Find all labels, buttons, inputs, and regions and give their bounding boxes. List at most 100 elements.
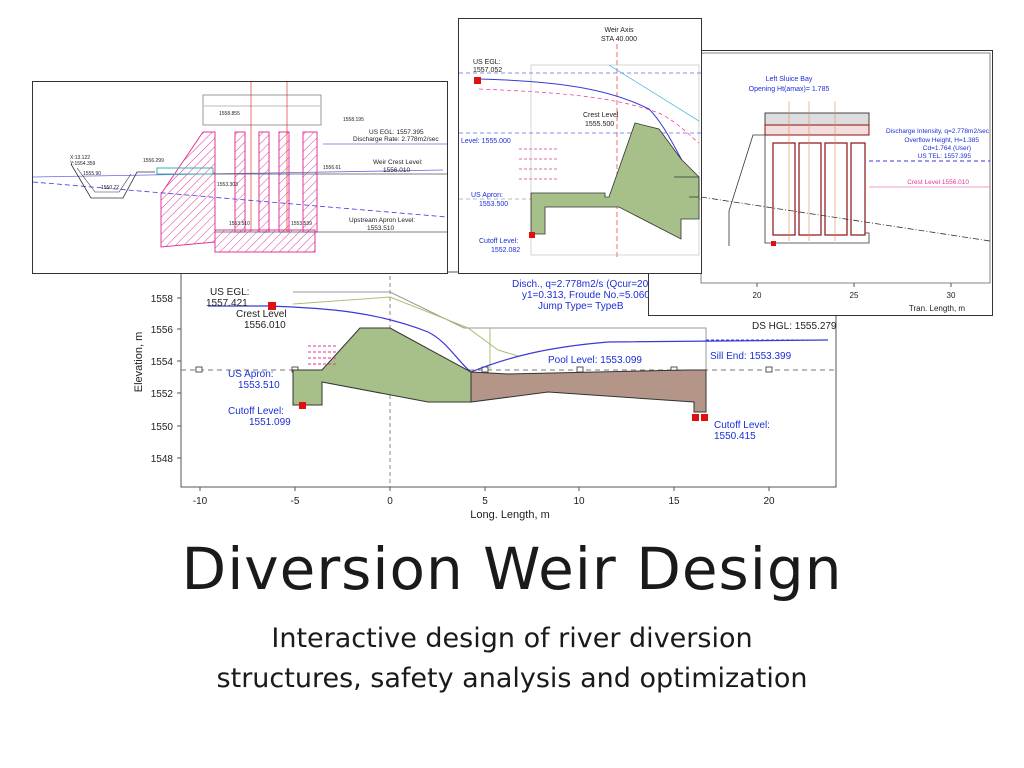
sluice-x-tick: 25 [850, 291, 859, 300]
us-egl-value: 1557.052 [473, 67, 502, 74]
xy-readout-x: X:13.122 [70, 155, 90, 161]
y-tick-label: 1554 [151, 357, 174, 368]
marker-sluice [771, 241, 776, 246]
x-tick-label: 10 [573, 496, 585, 507]
x-axis-label: Long. Length, m [470, 509, 550, 521]
x-ticks: -10 -5 0 5 10 15 20 [193, 487, 775, 507]
y-ticks: 1558 1556 1554 1552 1550 1548 [151, 294, 181, 465]
cyan-bar [156, 167, 214, 175]
weir-crest-label: Weir Crest Level: [373, 159, 423, 166]
pink-level-marks [519, 148, 559, 180]
weir-body [530, 122, 700, 240]
pink-level-marks [308, 345, 338, 365]
hatch-pier-3 [278, 131, 290, 233]
design-line [292, 296, 519, 357]
gate-bays [772, 142, 866, 236]
right-value: 1558.195 [343, 117, 364, 123]
sluice-x-tick: 20 [753, 291, 762, 300]
ds-hgl-label: DS HGL: 1555.279 [752, 321, 837, 332]
hatch-pier-2 [258, 131, 270, 233]
page-headline: Diversion Weir Design [181, 535, 843, 603]
us-egl-label: US EGL: 1557.395 [369, 129, 424, 136]
marker-cutoff-us [299, 402, 306, 409]
top-value: 1558.855 [219, 111, 240, 117]
hatch-base [214, 229, 316, 253]
cutoff-ds-label: Cutoff Level: [714, 420, 770, 431]
sluice-x-tick: 30 [947, 291, 956, 300]
sill-end-label: Sill End: 1553.399 [710, 351, 792, 362]
crest-label: Crest Level [236, 309, 287, 320]
x-tick-label: 15 [668, 496, 680, 507]
value-f: 1553.510 [229, 221, 250, 227]
us-egl-label: US EGL: [210, 287, 249, 298]
level-label: Level: 1555.000 [461, 138, 511, 145]
weir-axis-label: Weir Axis [604, 27, 634, 34]
stilling-basin [470, 369, 707, 413]
crest-label: Crest Level [583, 112, 619, 119]
y-tick-label: 1548 [151, 454, 174, 465]
page-subtitle: Interactive design of river diversion st… [216, 623, 808, 694]
marker-us-egl [268, 302, 276, 310]
discharge-intensity: Discharge Intensity, q=2.778m2/sec [886, 128, 990, 135]
gate-beam [764, 112, 870, 126]
x-tick-label: 20 [763, 496, 775, 507]
weir-body [292, 327, 472, 406]
y-tick-label: 1556 [151, 325, 174, 336]
xy-readout-y: Y:1554.359 [70, 161, 96, 167]
us-egl-value: 1557.421 [206, 298, 248, 309]
value-b: 1556.299 [143, 158, 164, 164]
marker-cutoff-ds-2 [701, 414, 708, 421]
x-tick-label: -5 [291, 496, 300, 507]
egl-line [33, 169, 444, 178]
x-tick-label: 0 [387, 496, 393, 507]
y-axis-label: Elevation, m [133, 332, 145, 393]
value-a: 1555.90 [83, 171, 101, 177]
water-line [33, 181, 447, 218]
discharge-line2: y1=0.313, Froude No.=5.060 [522, 290, 650, 301]
marker-us-egl [474, 77, 481, 84]
egl-curve [208, 305, 829, 373]
discharge-line3: Jump Type= TypeB [538, 301, 624, 312]
cutoff-ds-value: 1550.415 [714, 431, 756, 442]
hatch-left [160, 131, 216, 248]
cutoff-us-value: 1551.099 [249, 417, 291, 428]
upstream-apron-value: 1553.510 [367, 225, 394, 232]
value-e: 1556.61 [323, 165, 341, 171]
y-tick-label: 1558 [151, 294, 174, 305]
top-box [202, 94, 322, 126]
gate-outline [293, 291, 707, 370]
us-egl-label: US EGL: [473, 59, 501, 66]
upstream-apron-label: Upstream Apron Level: [349, 217, 415, 224]
sluice-bay-panel: Left Sluice Bay Opening Ht(amax)= 1.785 … [648, 50, 993, 316]
us-apron-value: 1553.500 [479, 201, 508, 208]
y-tick-label: 1550 [151, 422, 174, 433]
value-g: 1553.539 [291, 221, 312, 227]
discharge-rate: Discharge Rate: 2.778m2/sec [353, 136, 439, 143]
x-tick-label: -10 [193, 496, 208, 507]
x-tick-label: 5 [482, 496, 488, 507]
overflow-height: Overflow Height, H=1.385 [904, 137, 979, 144]
pool-level-label: Pool Level: 1553.099 [548, 355, 642, 366]
cutoff-value: 1552.082 [491, 247, 520, 254]
us-apron-value: 1553.510 [238, 380, 280, 391]
discharge-line1: Disch., q=2.778m2/s (Qcur=200.00m [512, 279, 676, 290]
hatch-right [302, 131, 318, 233]
marker-cutoff-ds-1 [692, 414, 699, 421]
cutoff-label: Cutoff Level: [479, 238, 518, 245]
abutment [728, 134, 870, 246]
us-apron-label: US Apron: [228, 369, 274, 380]
sluice-crest-label: Crest Level 1556.010 [907, 179, 969, 186]
ground-line [700, 196, 991, 242]
pink-curve [478, 88, 700, 144]
weir-axis-panel: Weir Axis STA 40.000 US EGL: 1557.052 Cr… [458, 18, 702, 274]
sluice-title-1: Left Sluice Bay [766, 76, 813, 83]
sluice-title-2: Opening Ht(amax)= 1.785 [749, 86, 830, 93]
cd-value: Cd=1.764 (User) [923, 145, 971, 152]
y-tick-label: 1552 [151, 389, 174, 400]
value-c: 1550.72 [101, 185, 119, 191]
value-d: 1553.303 [217, 182, 238, 188]
weir-crest-value: 1556.010 [383, 167, 410, 174]
crest-value: 1556.010 [244, 320, 286, 331]
us-tel-label: US TEL: 1557.395 [918, 153, 972, 160]
weir-sta-label: STA 40.000 [601, 36, 637, 43]
